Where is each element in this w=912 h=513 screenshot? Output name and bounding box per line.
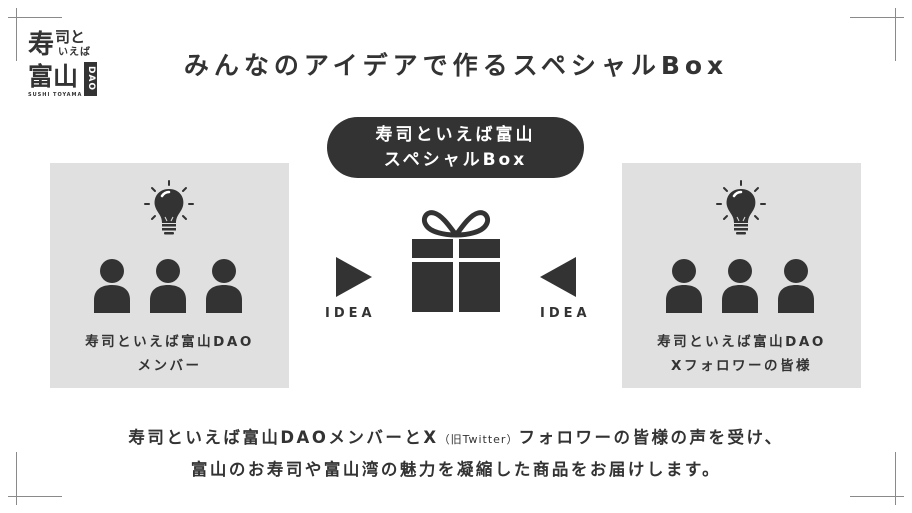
corner-mark-top-right-h [850, 17, 904, 18]
logo-text-toyama: 富山 [28, 62, 79, 91]
corner-mark-top-right-v [895, 8, 896, 61]
corner-mark-bottom-left-v [16, 452, 17, 505]
people-group-icon [666, 259, 814, 313]
dao-members-label-line-1: 寿司といえば富山DAO [85, 334, 254, 350]
x-followers-label-line-1: 寿司といえば富山DAO [657, 334, 826, 350]
logo-text-ieba: いえば [58, 47, 91, 58]
description-line-1: 寿司といえば富山DAOメンバーとX（旧Twitter）フォロワーの皆様の声を受け… [0, 424, 912, 448]
lightbulb-icon [144, 180, 194, 235]
corner-mark-bottom-left-h [8, 496, 62, 497]
page-title: みんなのアイデアで作るスペシャルBox [183, 51, 729, 80]
corner-mark-top-left-v [16, 8, 17, 61]
gift-icon [412, 210, 500, 312]
triangle-right-icon [336, 257, 372, 297]
description-line-1-a: 寿司といえば富山DAOメンバーとX [128, 428, 439, 447]
x-followers-panel: 寿司といえば富山DAO Xフォロワーの皆様 [622, 163, 861, 388]
people-group-icon [94, 259, 242, 313]
dao-members-label: 寿司といえば富山DAO メンバー [50, 330, 289, 378]
sushi-toyama-dao-logo: 寿 司と いえば 富山 DAO SUSHI TOYAMA [28, 28, 100, 98]
logo-kanji-kotobuki: 寿 [28, 30, 55, 60]
x-followers-label-line-2: Xフォロワーの皆様 [671, 358, 812, 374]
badge-line-2: スペシャルBox [383, 149, 528, 170]
idea-label-right: IDEA [540, 306, 591, 321]
special-box-badge: 寿司といえば富山 スペシャルBox [327, 117, 584, 178]
dao-members-label-line-2: メンバー [137, 358, 202, 374]
dao-members-panel: 寿司といえば富山DAO メンバー [50, 163, 289, 388]
lightbulb-icon [716, 180, 766, 235]
logo-dao-badge: DAO [84, 62, 97, 96]
logo-text-tsukasa-to: 司と [55, 28, 86, 46]
description-line-2: 富山のお寿司や富山湾の魅力を凝縮した商品をお届けします。 [190, 460, 722, 479]
triangle-left-icon [540, 257, 576, 297]
idea-label-left: IDEA [325, 306, 376, 321]
description-line-1-b: フォロワーの皆様の声を受け、 [518, 428, 784, 447]
logo-subtitle: SUSHI TOYAMA [28, 92, 83, 98]
corner-mark-bottom-right-h [850, 496, 904, 497]
badge-line-1: 寿司といえば富山 [375, 124, 536, 145]
description-former-twitter-note: （旧Twitter） [438, 433, 519, 446]
corner-mark-bottom-right-v [895, 452, 896, 505]
x-followers-label: 寿司といえば富山DAO Xフォロワーの皆様 [622, 330, 861, 378]
corner-mark-top-left-h [8, 17, 62, 18]
